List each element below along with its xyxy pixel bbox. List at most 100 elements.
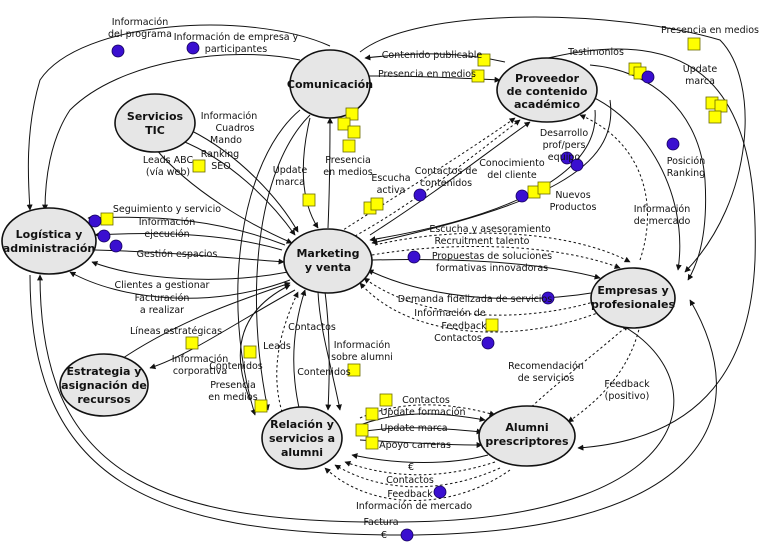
edge-leads — [276, 291, 299, 413]
label-recomendacion-2: de servicios — [518, 373, 575, 384]
sticky-note — [355, 423, 369, 437]
blue-dot — [109, 239, 123, 253]
blue-dot — [515, 189, 529, 203]
label-lineas-estrategicas: Líneas estratégicas — [130, 326, 222, 337]
node-relacion: Relación y servicios a alumni — [261, 406, 343, 470]
node-relacion-line-3: alumni — [281, 446, 323, 459]
label-update-marca-mk-1: Update — [273, 165, 308, 176]
label-info-cuadros-3: Mando — [210, 135, 242, 146]
node-proveedor: Proveedor de contenido académico — [496, 57, 598, 123]
edge-presencia-com — [367, 75, 501, 83]
node-servicios-tic: Servicios TIC — [114, 93, 196, 153]
label-presencia-top: Presencia en medios — [661, 25, 759, 36]
label-desarrollo-2: prof/pers — [543, 140, 586, 151]
label-contenidos-left: Contenidos — [209, 361, 263, 372]
sticky-note — [337, 117, 351, 131]
label-presencia-rel-2: en medios — [208, 392, 257, 403]
label-contactos-contenidos-2: contenidos — [420, 178, 472, 189]
edge-tic-info — [179, 139, 296, 236]
label-info-mercado-right-2: de mercado — [634, 216, 691, 227]
label-contactos-mid: Contactos — [288, 322, 336, 333]
label-propuestas-2: formativas innovadoras — [436, 263, 548, 274]
edge-rel-contactos — [359, 404, 496, 419]
sticky-note — [192, 159, 206, 173]
blue-dot — [560, 151, 574, 165]
sticky-note — [347, 125, 361, 139]
blue-dot — [407, 250, 421, 264]
label-escucha-asesoramiento: Escucha y asesoramiento — [429, 224, 551, 235]
blue-dot — [88, 214, 102, 228]
edge-demanda — [367, 269, 599, 300]
label-presencia-mk-1: Presencia — [325, 155, 371, 166]
label-info-empresa-1: Información de empresa y — [174, 32, 299, 43]
label-info-empresa-2: participantes — [205, 44, 267, 55]
label-feedback-positivo-1: Feedback — [604, 379, 650, 390]
label-propuestas-1: Propuestas de soluciones — [432, 251, 552, 262]
blue-dot — [541, 291, 555, 305]
label-presencia-rel-1: Presencia — [210, 380, 256, 391]
label-conocimiento-2: del cliente — [487, 170, 537, 181]
edge-clientes-gestionar — [91, 261, 289, 280]
node-estrategia-line-1: Estrategia y — [67, 365, 142, 378]
label-presencia-mk-2: en medios — [323, 167, 372, 178]
label-bottom-info-mercado: Información de mercado — [356, 501, 472, 512]
label-info-sobre-alumni-1: Información — [334, 340, 391, 351]
blue-dot — [111, 44, 125, 58]
label-info-ejecucion-2: ejecución — [144, 229, 189, 240]
label-posicion-ranking-1: Posición — [667, 156, 706, 167]
node-relacion-line-1: Relación y — [270, 418, 334, 431]
label-desarrollo-3: equipo — [548, 152, 581, 163]
edge-conocimiento — [369, 121, 531, 236]
label-facturacion-1: Facturación — [135, 293, 190, 304]
node-alumni: Alumni prescriptores — [478, 405, 576, 467]
label-leads: Leads — [263, 341, 291, 352]
edge-contactos-contenidos — [354, 119, 521, 237]
node-comunicacion: Comunicación — [287, 49, 373, 119]
sticky-note — [687, 37, 701, 51]
label-contactos-contenidos-1: Contactos de — [415, 166, 478, 177]
label-seguimiento: Seguimiento y servicio — [113, 204, 221, 215]
node-estrategia-line-3: recursos — [77, 393, 131, 406]
node-relacion-line-2: servicios a — [269, 432, 335, 445]
edge-nuevos-productos — [371, 99, 612, 245]
label-bottom-contactos: Contactos — [386, 475, 434, 486]
sticky-note — [370, 197, 384, 211]
node-comunicacion-line-1: Comunicación — [287, 78, 373, 91]
node-logistica: Logística y administración — [1, 207, 97, 275]
node-marketing-line-2: y venta — [305, 261, 351, 274]
sticky-note — [477, 53, 491, 67]
sticky-note — [342, 139, 356, 153]
blue-dot — [433, 485, 447, 499]
label-contenido-publicable: Contenido publicable — [382, 50, 483, 61]
label-rel-contactos: Contactos — [402, 395, 450, 406]
sticky-note — [485, 318, 499, 332]
edge-contenidos-left — [239, 284, 291, 401]
label-info-programa-1: Información — [112, 17, 169, 28]
blue-dot — [481, 336, 495, 350]
edge-feedback-positivo — [567, 324, 641, 423]
sticky-note — [345, 107, 359, 121]
label-info-cuadros-2: Cuadros — [216, 123, 255, 134]
edge-info-programa — [26, 24, 331, 211]
node-estrategia: Estrategia y asignación de recursos — [59, 353, 149, 417]
node-alumni-line-2: prescriptores — [485, 435, 569, 448]
label-demanda: Demanda fidelizada de servicios — [398, 294, 552, 305]
label-rel-update-marca: Update marca — [380, 423, 447, 434]
label-rel-update-formacion: Update formación — [380, 407, 465, 418]
label-bottom-euro: € — [408, 462, 414, 473]
label-presencia-com: Presencia en medios — [378, 69, 476, 80]
label-info-mercado-right-1: Información — [634, 204, 691, 215]
node-logistica-line-2: administración — [3, 242, 95, 255]
blue-dots — [88, 41, 680, 542]
label-ranking: Ranking — [201, 149, 239, 160]
sticky-note — [243, 345, 257, 359]
node-proveedor-line-2: de contenido — [507, 85, 588, 98]
blue-dot — [570, 158, 584, 172]
sticky-note — [714, 99, 728, 113]
edge-bottom-info-mercado — [324, 467, 511, 501]
label-nuevos-productos-2: Productos — [550, 202, 597, 213]
label-info-programa-2: del programa — [108, 29, 172, 40]
label-testimonios: Testimonios — [567, 47, 624, 58]
label-recruitment: Recruitment talento — [435, 236, 530, 247]
edge-tic-leads — [154, 147, 293, 244]
